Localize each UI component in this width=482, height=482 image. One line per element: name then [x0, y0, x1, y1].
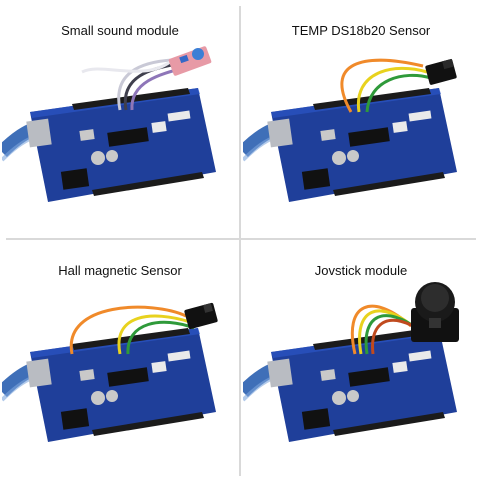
panel-caption: Jovstick module	[314, 263, 408, 278]
board-illustration	[2, 46, 238, 238]
hall-module-pcb	[184, 302, 218, 330]
wire-yellow	[356, 66, 428, 113]
wire-orange	[340, 58, 424, 113]
board-illustration	[243, 282, 479, 478]
microphone-icon	[192, 48, 204, 60]
panel-caption: Hall magnetic Sensor	[58, 263, 182, 278]
panel-caption: TEMP DS18b20 Sensor	[291, 23, 431, 38]
panel-sound-module: Small sound module	[2, 2, 238, 238]
panel-joystick: Jovstick module	[243, 242, 479, 478]
board-illustration	[2, 302, 238, 478]
wire-dark	[123, 62, 179, 111]
wire-orange	[69, 305, 187, 355]
wire-green	[365, 73, 432, 113]
sound-module-pcb	[168, 46, 212, 76]
joystick-stem	[429, 318, 441, 328]
panel-hall-sensor: Hall magnetic Sensor	[2, 242, 238, 478]
wire-green	[126, 320, 195, 355]
ds18b20-icon	[442, 58, 454, 70]
divider-horizontal	[6, 238, 476, 240]
panel-caption: Small sound module	[61, 23, 179, 38]
potentiometer-icon	[179, 54, 189, 64]
panel-temp-sensor: TEMP DS18b20 Sensor	[243, 2, 479, 238]
hall-sensor-icon	[203, 303, 213, 313]
wire-yellow	[117, 314, 191, 355]
divider-vertical	[239, 6, 241, 476]
wire-white	[81, 60, 171, 74]
board-illustration	[243, 58, 479, 238]
